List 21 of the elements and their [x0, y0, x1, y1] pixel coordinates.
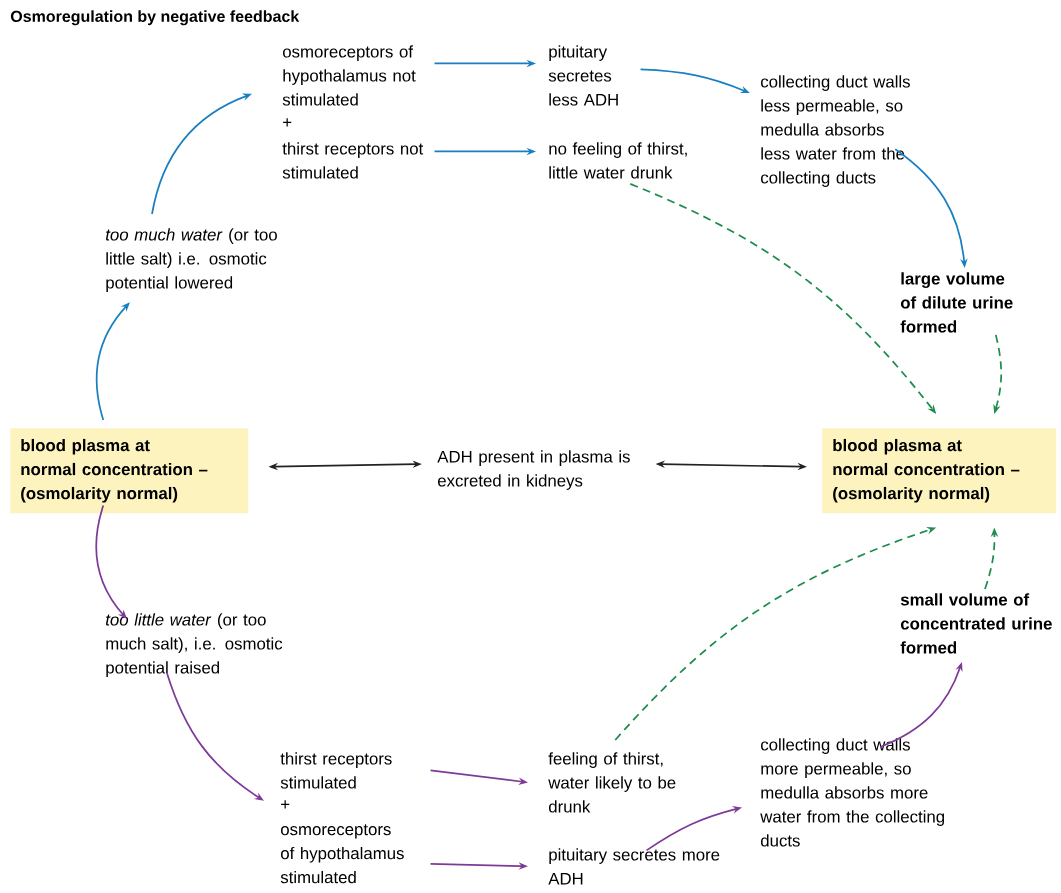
step-text: osmoreceptors of hypothalamus stimulated	[280, 824, 404, 884]
step-text: osmoreceptors of hypothalamus not stimulated	[282, 45, 416, 106]
arrow	[95, 504, 127, 619]
concentration-box: blood plasma at normal concentration – (osmolarity normal)	[10, 428, 249, 514]
concentration-box: blood plasma at normal concentration – (osmolarity normal)	[822, 428, 1057, 514]
step-text: feeling of thirst, water likely to be drunk	[548, 752, 676, 813]
step-text: thirst receptors not stimulated	[282, 142, 424, 179]
step-text: collecting duct walls more permeable, so medulla absorbs more water from the collecting ducts	[760, 738, 944, 847]
step-text: pituitary secretes less ADH	[548, 45, 618, 106]
step-text: too much water (or too little salt) i.e. osmotic potential lowered	[106, 228, 277, 292]
step-text: pituitary secretes more ADH	[548, 848, 720, 885]
plus-sign: +	[283, 118, 292, 127]
outcome-text: small volume of concentrated urine formed	[900, 593, 1052, 654]
title: Osmoregulation by negative feedback	[10, 10, 300, 26]
plus-sign: +	[281, 800, 290, 809]
step-text: thirst receptors stimulated	[280, 752, 392, 789]
step-text: ADH present in plasma is excreted in kidneys	[437, 450, 630, 490]
outcome-text: large volume of dilute urine formed	[900, 272, 1013, 333]
step-text: too little water (or too much salt), i.e. osmotic potential raised	[106, 613, 283, 677]
step-text: collecting duct walls less permeable, so medulla absorbs less water from the collecting ducts	[761, 75, 910, 187]
step-text: no feeling of thirst, little water drunk	[549, 142, 687, 179]
